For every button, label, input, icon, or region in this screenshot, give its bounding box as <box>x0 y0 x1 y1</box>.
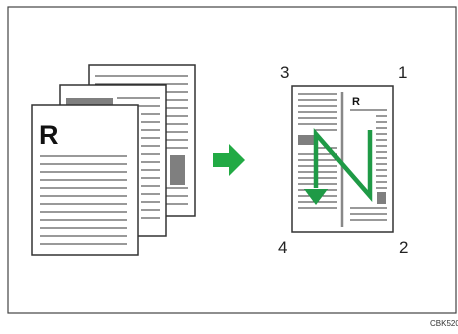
corner-label-bottom-left: 4 <box>278 238 288 257</box>
right-arrow-icon <box>213 144 245 176</box>
reading-order-path <box>313 127 373 203</box>
source-page-letter: R <box>39 120 59 150</box>
result-page: R <box>291 85 394 233</box>
image-code: CBK520 <box>430 320 458 328</box>
gray-block <box>170 155 185 185</box>
gray-block <box>377 192 386 204</box>
result-page-letter: R <box>352 96 360 108</box>
corner-label-top-left: 3 <box>280 63 290 82</box>
corner-label-bottom-right: 2 <box>399 238 409 257</box>
gray-block <box>298 135 314 145</box>
source-page-1: R <box>31 104 139 256</box>
corner-label-top-right: 1 <box>398 63 408 82</box>
down-arrow-icon <box>304 189 328 205</box>
outer-frame <box>7 6 457 314</box>
